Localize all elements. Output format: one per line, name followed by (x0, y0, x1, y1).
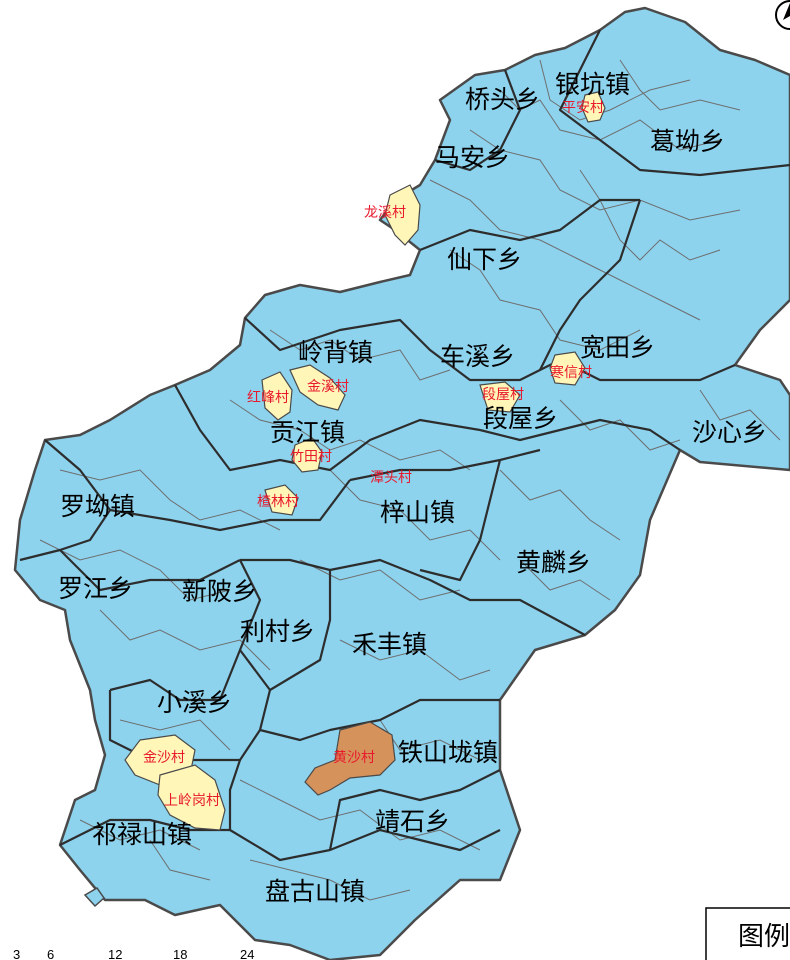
township-label: 沙心乡 (692, 418, 767, 447)
village-boundaries (39, 59, 781, 901)
village-label: 潭头村 (370, 469, 412, 486)
township-label: 罗江乡 (58, 574, 133, 603)
compass-icon (775, 0, 790, 30)
village-area-chalin (264, 484, 299, 516)
township-label: 马安乡 (435, 143, 510, 172)
scale-tick-label: 3 (13, 947, 20, 960)
village-label: 上岭岗村 (164, 793, 220, 809)
village-area-shanglinggang (157, 764, 226, 831)
township-label: 梓山镇 (380, 498, 455, 527)
township-label: 祁禄山镇 (92, 820, 192, 849)
township-label: 银坑镇 (555, 70, 630, 99)
legend-title: 图例 (738, 922, 790, 952)
township-boundaries (19, 29, 790, 862)
township-labels: 银坑镇 桥头乡 葛坳乡 马安乡 仙下乡 岭背镇 车溪乡 宽田乡 段屋乡 贡江镇 … (58, 70, 767, 906)
township-label: 桥头乡 (465, 85, 540, 114)
highlighted-villages (124, 91, 606, 831)
village-label: 龙溪村 (364, 205, 406, 221)
village-label: 楂林村 (257, 494, 299, 510)
scale-tick-label: 24 (240, 947, 254, 960)
scale-tick-label: 6 (47, 947, 54, 960)
township-label: 仙下乡 (447, 245, 522, 274)
scale-bar: 3 6 12 18 24 (13, 947, 254, 960)
village-label: 段屋村 (482, 387, 524, 403)
township-label: 车溪乡 (440, 342, 515, 371)
village-label: 红峰村 (247, 390, 289, 406)
village-area-zhutian (291, 437, 323, 473)
township-label: 宽田乡 (580, 333, 655, 362)
village-labels: 平安村 龙溪村 寒信村 金溪村 红峰村 段屋村 潭头村 竹田村 楂林村 金沙村 … (143, 100, 604, 809)
township-label: 罗坳镇 (60, 492, 135, 521)
township-label: 铁山垅镇 (398, 738, 498, 767)
county-island (83, 887, 105, 908)
village-label: 竹田村 (290, 449, 332, 465)
village-label: 金溪村 (307, 379, 349, 395)
township-label: 小溪乡 (157, 688, 232, 717)
scale-tick-label: 18 (173, 947, 187, 960)
township-label: 岭背镇 (298, 338, 373, 367)
township-label: 盘古山镇 (265, 877, 365, 906)
village-area-duanwu (479, 381, 521, 413)
township-label: 禾丰镇 (352, 630, 427, 659)
village-label: 平安村 (562, 100, 604, 116)
village-area-hongfeng (261, 371, 293, 421)
village-area-jinxi (289, 364, 346, 411)
village-area-hanxin (549, 351, 586, 386)
legend: 图例 (705, 907, 790, 960)
village-area-longxi (384, 184, 421, 246)
township-label: 葛坳乡 (650, 127, 725, 156)
legend-frame (705, 907, 790, 960)
township-label: 贡江镇 (270, 418, 345, 447)
village-label: 寒信村 (550, 364, 592, 381)
township-label: 靖石乡 (375, 807, 450, 836)
township-label: 黄麟乡 (516, 548, 591, 577)
township-label: 利村乡 (240, 617, 315, 646)
village-label: 金沙村 (143, 750, 185, 766)
scale-tick-label: 12 (108, 947, 122, 960)
township-label: 新陂乡 (182, 577, 257, 606)
township-label: 段屋乡 (483, 404, 558, 433)
village-area-huangsha (304, 721, 396, 796)
village-label: 黄沙村 (333, 749, 375, 766)
village-area-pingan (581, 91, 606, 123)
